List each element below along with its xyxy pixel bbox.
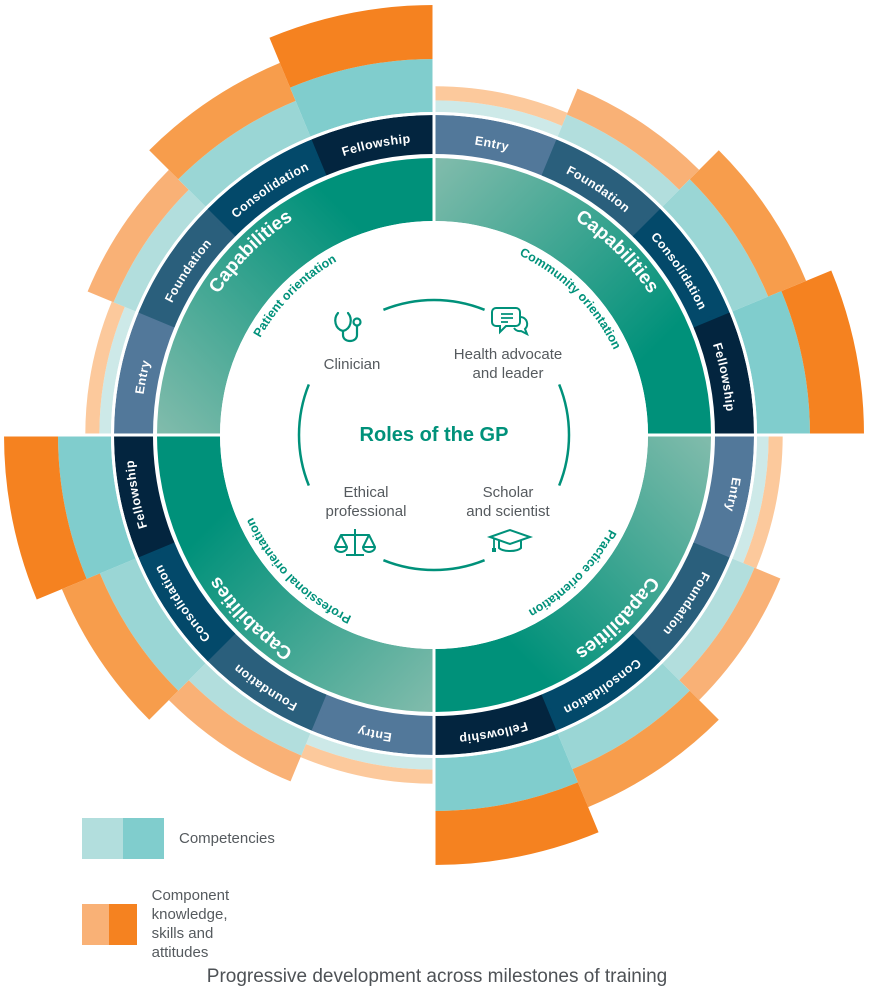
swatch-dark	[109, 903, 137, 945]
role-label: Clinician	[324, 356, 381, 373]
swatch-light	[82, 818, 123, 859]
competency-band-consolidation	[178, 100, 311, 207]
inner-dial-arc	[297, 383, 310, 487]
competency-band-foundation	[557, 114, 680, 207]
inner-dial-arc	[382, 298, 486, 311]
knowledge-band-consolidation	[61, 573, 179, 720]
milestone-segment-entry	[692, 435, 754, 561]
competency-band-fellowship	[58, 435, 136, 579]
legend-label: Component knowledge, skills and attitude…	[151, 887, 230, 961]
milestone-segment-consolidation	[538, 633, 661, 732]
knowledge-band-consolidation	[572, 690, 719, 808]
milestone-segment-foundation	[630, 542, 730, 664]
knowledge-band-fellowship	[3, 435, 87, 600]
competency-band-entry	[99, 306, 136, 435]
milestone-segment-entry	[434, 115, 560, 177]
knowledge-band-foundation	[566, 88, 700, 190]
knowledge-band-fellowship	[269, 5, 434, 88]
scales-icon	[334, 529, 376, 556]
outer-bands	[3, 5, 864, 865]
knowledge-band-consolidation	[689, 150, 807, 297]
competency-band-fellowship	[290, 59, 434, 137]
knowledge-band-fellowship	[781, 270, 864, 435]
knowledge-band-consolidation	[149, 62, 296, 180]
legend-swatch-knowledge	[82, 903, 137, 945]
competency-band-consolidation	[557, 663, 690, 770]
knowledge-band-fellowship	[434, 782, 599, 865]
milestone-segment-foundation	[138, 206, 238, 328]
competency-band-entry	[434, 100, 563, 137]
milestone-segment-fellowship	[114, 435, 175, 558]
capabilities-segment	[157, 435, 434, 712]
center-title: Roles of the GP	[360, 424, 509, 446]
milestone-segment-fellowship	[693, 312, 754, 435]
milestone-segment-fellowship	[434, 694, 557, 755]
legend-label: Competencies	[179, 830, 275, 847]
milestone-segment-entry	[308, 693, 434, 755]
competency-band-fellowship	[732, 291, 810, 435]
capabilities-segment	[434, 435, 711, 712]
graduation-cap-icon	[486, 528, 534, 552]
milestone-segment-foundation	[541, 139, 663, 239]
capabilities-ring	[157, 158, 711, 712]
knowledge-band-entry	[85, 301, 125, 435]
milestone-segment-consolidation	[632, 208, 731, 331]
knowledge-band-entry	[300, 744, 434, 784]
inner-dial-arc	[382, 559, 486, 572]
competency-band-fellowship	[434, 733, 578, 811]
competency-band-foundation	[662, 558, 755, 681]
knowledge-band-entry	[743, 435, 783, 569]
milestone-segment-consolidation	[137, 539, 236, 662]
competency-band-entry	[305, 733, 434, 770]
legend-swatch-competencies	[82, 818, 164, 859]
milestone-segment-entry	[114, 309, 176, 435]
milestone-segment-foundation	[205, 631, 327, 731]
knowledge-band-foundation	[87, 169, 189, 303]
swatch-light	[82, 903, 110, 945]
legend-item-knowledge: Component knowledge, skills and attitude…	[82, 886, 257, 962]
competency-band-consolidation	[662, 179, 769, 312]
centre-disc	[220, 221, 648, 649]
capabilities-segment	[157, 158, 434, 435]
milestone-label: Entry	[133, 358, 153, 395]
milestone-segment-fellowship	[311, 115, 434, 176]
competency-band-foundation	[188, 663, 311, 756]
legend-item-competencies: Competencies	[82, 818, 275, 859]
knowledge-band-foundation	[679, 567, 781, 701]
milestone-segment-consolidation	[207, 138, 330, 237]
capabilities-segment	[434, 158, 711, 435]
stethoscope-icon	[334, 311, 362, 343]
milestone-ring	[114, 115, 754, 755]
knowledge-band-entry	[434, 86, 568, 126]
quadrant-dividers	[0, 0, 874, 875]
competency-band-entry	[732, 435, 769, 564]
caption: Progressive development across milestone…	[206, 966, 668, 987]
swatch-dark	[123, 818, 164, 859]
knowledge-band-foundation	[168, 680, 302, 782]
competency-band-consolidation	[99, 558, 206, 691]
speech-bubbles-icon	[491, 307, 529, 337]
inner-dial-arc	[558, 383, 571, 487]
competency-band-foundation	[113, 189, 206, 312]
